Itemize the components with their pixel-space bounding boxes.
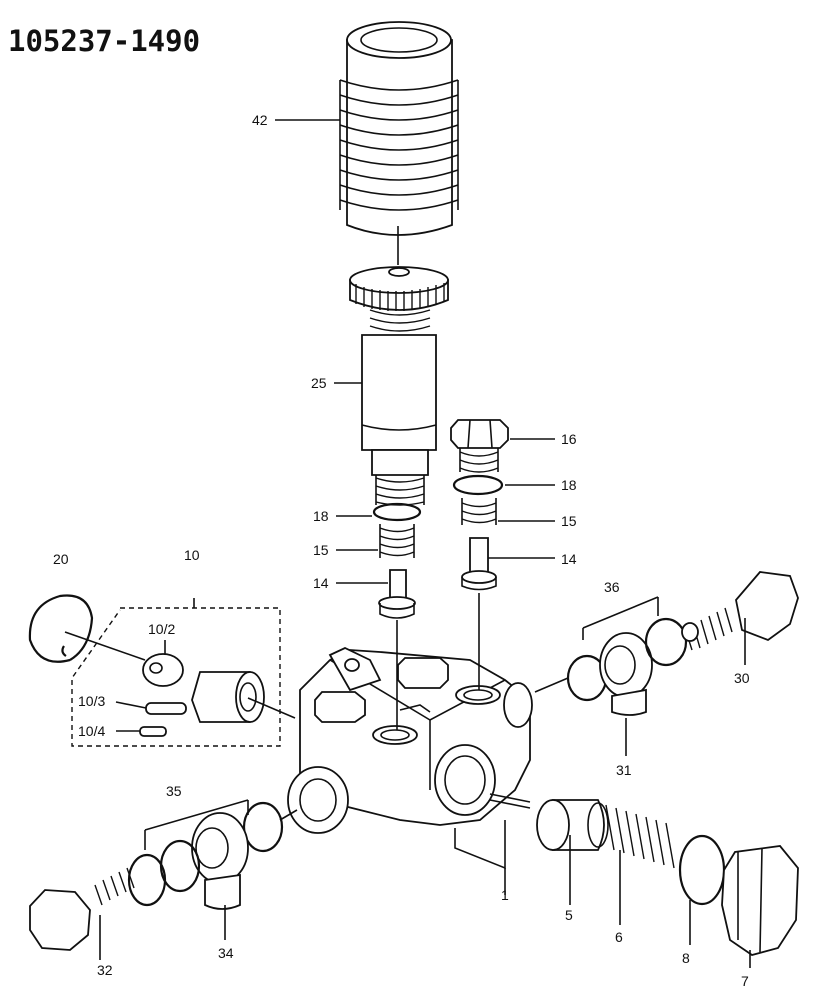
relief-valve-assembly <box>536 799 799 956</box>
label-6: 6 <box>615 929 623 945</box>
left-banjo-assembly <box>29 801 284 951</box>
label-15-left: 15 <box>313 542 329 558</box>
label-15-right: 15 <box>561 513 577 529</box>
label-36: 36 <box>604 579 620 595</box>
label-42: 42 <box>252 112 268 128</box>
label-18-left: 18 <box>313 508 329 524</box>
label-10-2: 10/2 <box>148 621 175 637</box>
part-42-bellows <box>339 21 459 236</box>
label-8: 8 <box>682 950 690 966</box>
knurled-cap <box>349 266 449 311</box>
label-35: 35 <box>166 783 182 799</box>
label-25: 25 <box>311 375 327 391</box>
label-16: 16 <box>561 431 577 447</box>
label-20: 20 <box>53 551 69 567</box>
right-banjo-assembly <box>566 571 799 716</box>
label-5: 5 <box>565 907 573 923</box>
label-1: 1 <box>501 887 509 903</box>
label-10: 10 <box>184 547 200 563</box>
label-7: 7 <box>741 973 749 989</box>
label-18-right: 18 <box>561 477 577 493</box>
label-10-4: 10/4 <box>78 723 105 739</box>
leader-lines <box>64 119 751 968</box>
label-32: 32 <box>97 962 113 978</box>
right-stack <box>450 419 509 591</box>
left-stack <box>372 502 422 619</box>
part-25-pump-body <box>361 309 437 506</box>
label-30: 30 <box>734 670 750 686</box>
part-1-housing <box>287 647 533 834</box>
part-20-circlip <box>28 594 94 663</box>
drawing-number: 105237-1490 <box>8 24 201 58</box>
label-14-left: 14 <box>313 575 329 591</box>
label-31: 31 <box>616 762 632 778</box>
part-labels: 42 25 16 18 15 14 18 15 14 20 10 10/2 10… <box>53 112 750 989</box>
part-10-group <box>71 607 281 747</box>
label-10-3: 10/3 <box>78 693 105 709</box>
label-34: 34 <box>218 945 234 961</box>
label-14-right: 14 <box>561 551 577 567</box>
